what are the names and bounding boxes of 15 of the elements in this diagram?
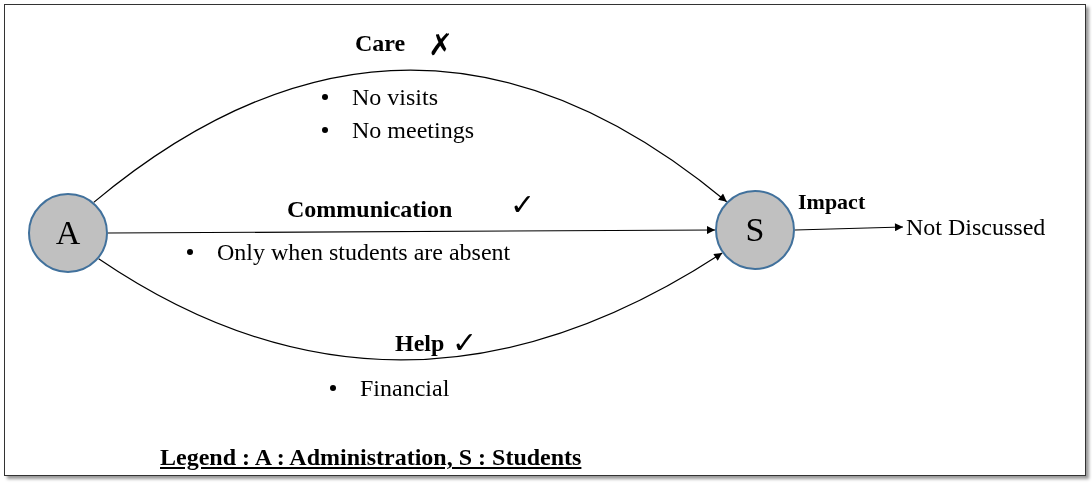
status-mark: ✓	[452, 328, 478, 358]
status-mark: ✓	[510, 190, 536, 220]
node-label: A	[55, 216, 81, 250]
node-label: S	[745, 213, 765, 247]
arrow	[794, 223, 904, 232]
outcome-text: Not Discussed	[906, 212, 1046, 242]
bullet-text: No meetings	[352, 116, 474, 145]
bullet-text: Only when students are absent	[217, 238, 511, 267]
arrow	[98, 252, 723, 361]
status-mark: ✗	[428, 30, 454, 60]
bullet-text: Financial	[360, 374, 450, 403]
arrow	[107, 226, 716, 235]
arrow	[93, 69, 728, 203]
legend-text: Legend : A : Administration, S : Students	[160, 444, 582, 471]
bullet-text: No visits	[352, 83, 438, 112]
